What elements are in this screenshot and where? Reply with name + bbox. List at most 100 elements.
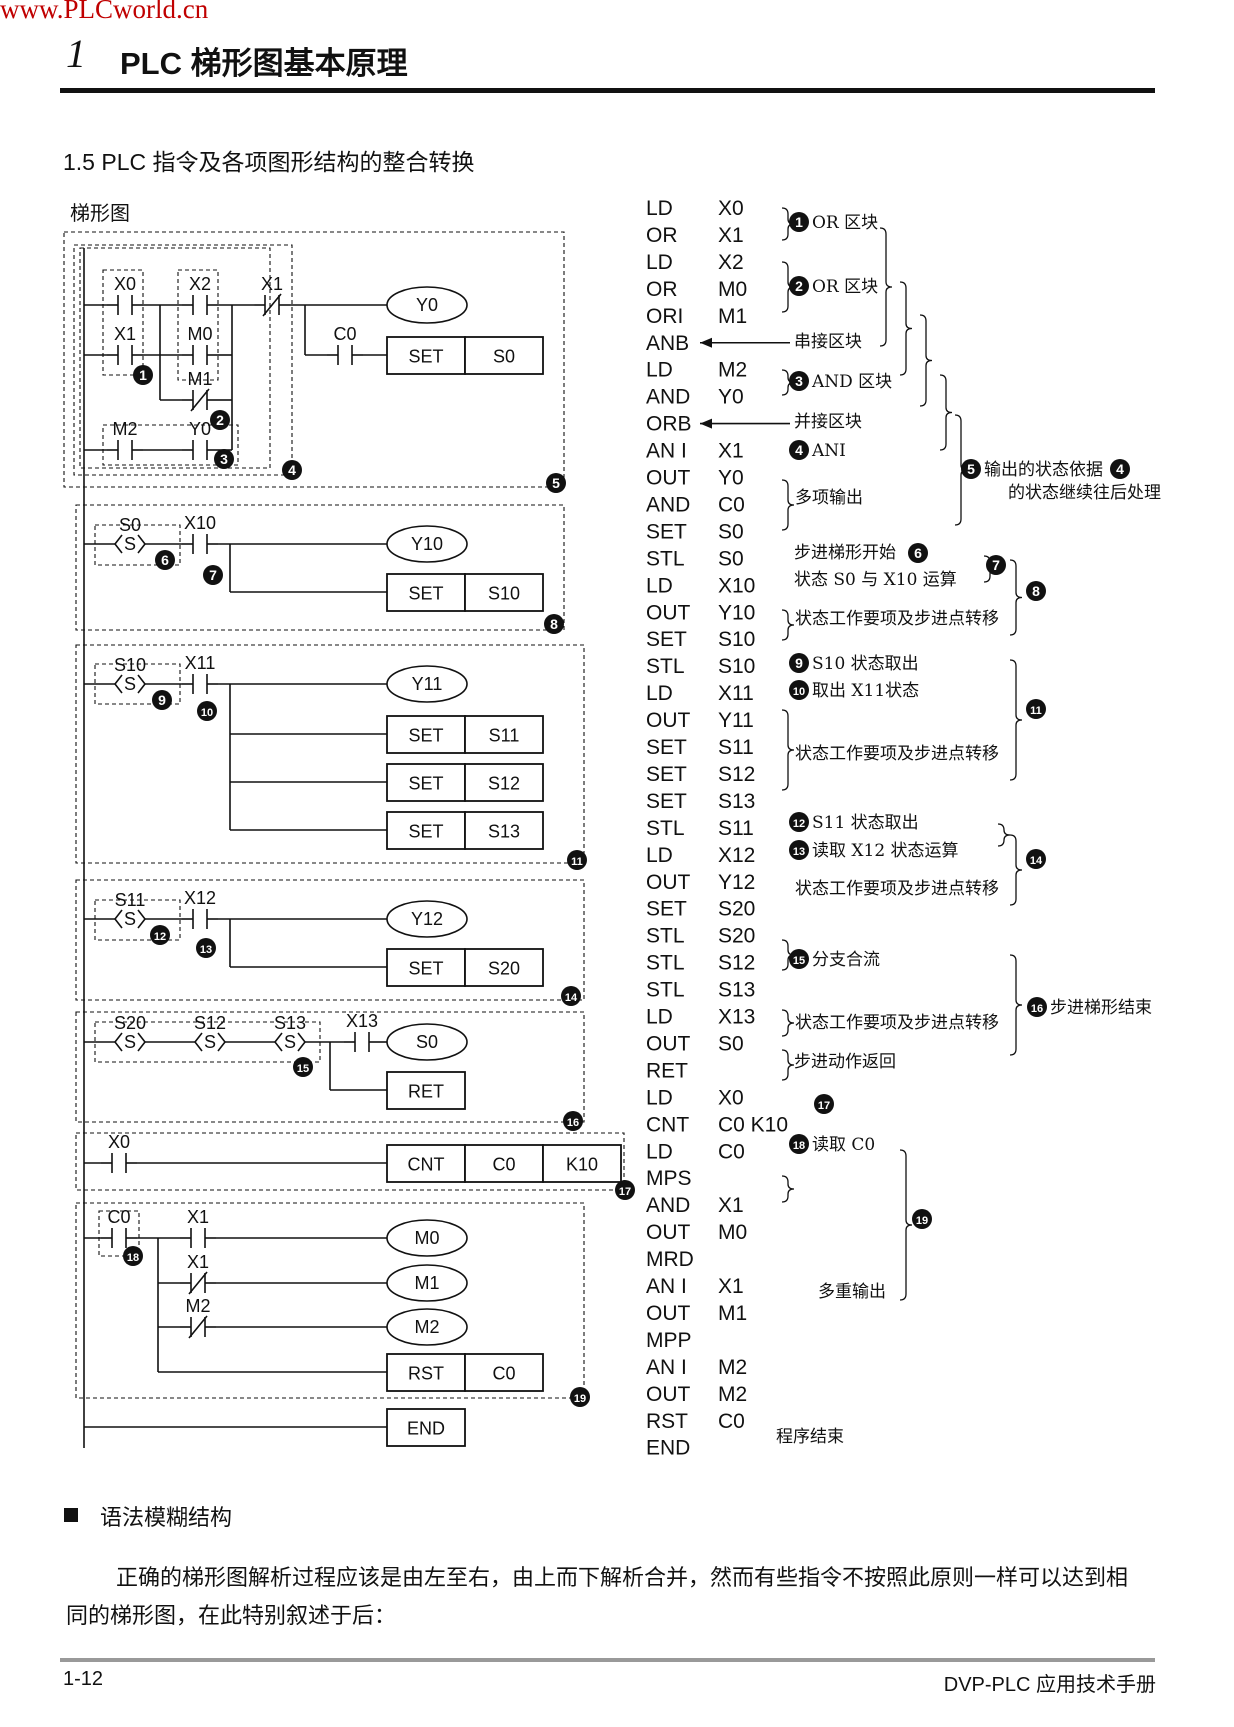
marker-number: 15 — [793, 955, 805, 967]
box-label: K10 — [566, 1155, 598, 1175]
box-label: S13 — [488, 822, 520, 842]
instruction-arg: M1 — [718, 1302, 747, 1325]
instruction-box — [386, 763, 466, 802]
coil-label: Y0 — [416, 295, 438, 315]
stl-s: S — [124, 534, 136, 554]
brace — [781, 609, 795, 641]
contact-label: X11 — [185, 653, 216, 673]
dashed-block — [75, 1132, 625, 1191]
marker-number: 7 — [209, 567, 217, 583]
instruction-op: AN I — [646, 1356, 687, 1379]
brace — [781, 1175, 795, 1203]
header-rule — [60, 88, 1155, 93]
instruction-op: AN I — [646, 440, 687, 463]
instruction-arg: M0 — [718, 1221, 747, 1244]
marker-circle — [789, 440, 809, 460]
coil-label: M2 — [414, 1317, 439, 1337]
instruction-op: OUT — [646, 467, 691, 490]
instruction-op: LD — [646, 359, 673, 382]
instruction-op: AND — [646, 386, 690, 409]
brace — [1009, 834, 1023, 906]
box-label: RST — [408, 1364, 444, 1384]
marker-number: 5 — [967, 461, 975, 477]
instruction-op: STL — [646, 952, 685, 975]
instruction-arg: X0 — [718, 197, 744, 220]
watermark: www.PLCworld.cn — [0, 0, 209, 24]
instruction-box — [464, 715, 544, 754]
instruction-box — [386, 715, 466, 754]
instruction-box — [542, 1144, 622, 1183]
annotation-text: 取出 X11状态 — [812, 681, 919, 701]
marker-circle — [789, 812, 809, 832]
coil-label: M1 — [414, 1273, 439, 1293]
contact-nc-slash — [188, 1315, 208, 1339]
coil-label: S0 — [416, 1032, 438, 1052]
instruction-arg: S12 — [718, 952, 755, 975]
dashed-block — [63, 231, 565, 488]
brace — [1009, 954, 1023, 1056]
marker-circle — [196, 938, 216, 958]
instruction-op: OR — [646, 224, 678, 247]
box-label: SET — [408, 959, 443, 979]
annotation-text: 程序结束 — [776, 1427, 844, 1447]
footer-rule — [60, 1658, 1155, 1662]
instruction-arg: M0 — [718, 278, 747, 301]
annotation-text: 步进梯形结束 — [1050, 998, 1152, 1018]
instruction-op: SET — [646, 898, 687, 921]
instruction-op: AN I — [646, 1275, 687, 1298]
box-label: S20 — [488, 959, 520, 979]
instruction-op: AND — [646, 493, 690, 516]
instruction-op: LD — [646, 1086, 673, 1109]
annotation-text: AND 区块 — [811, 372, 892, 392]
contact-label: X1 — [187, 1207, 209, 1227]
instruction-op: OUT — [646, 1383, 691, 1406]
chapter-number: 1 — [66, 31, 86, 76]
annotation-text: 步进梯形开始 — [794, 543, 896, 563]
instruction-op: AND — [646, 1194, 690, 1217]
coil — [386, 1219, 468, 1257]
marker-circle — [961, 459, 981, 479]
instruction-arg: Y11 — [718, 709, 754, 732]
marker-number: 11 — [1030, 705, 1042, 717]
marker-circle — [912, 1209, 932, 1229]
contact-label: X1 — [114, 324, 136, 344]
instruction-box — [386, 336, 466, 375]
marker-circle — [814, 1094, 834, 1114]
instruction-box — [464, 1353, 544, 1392]
instruction-op: LD — [646, 844, 673, 867]
instruction-arg: X2 — [718, 251, 744, 274]
marker-number: 17 — [619, 1186, 631, 1198]
marker-circle — [986, 555, 1006, 575]
brace — [879, 227, 893, 347]
instruction-arg: X1 — [718, 224, 744, 247]
box-label: S11 — [489, 726, 520, 746]
marker-number: 13 — [200, 944, 212, 956]
instruction-op: STL — [646, 547, 685, 570]
annotation-text: 输出的状态依据 — [984, 460, 1103, 480]
marker-circle — [789, 949, 809, 969]
box-label: SET — [408, 584, 443, 604]
marker-circle — [282, 460, 302, 480]
instruction-arg: X1 — [718, 1194, 744, 1217]
annotation-text: S10 状态取出 — [812, 654, 919, 674]
instruction-arg: Y12 — [718, 871, 755, 894]
section-title: 1.5 PLC 指令及各项图形结构的整合转换 — [63, 149, 475, 175]
bullet-square — [64, 1508, 78, 1522]
brace — [939, 374, 953, 451]
marker-circle — [1027, 997, 1047, 1017]
brace — [781, 709, 795, 791]
bullet-heading: 语法模糊结构 — [100, 1506, 233, 1531]
annotation-text: 并接区块 — [794, 412, 862, 432]
coil — [386, 1264, 468, 1302]
annotation-text: 读取 C0 — [812, 1135, 875, 1155]
instruction-box — [386, 1408, 466, 1447]
instruction-arg: X10 — [718, 574, 755, 597]
coil-label: Y12 — [411, 909, 443, 929]
instruction-arg: Y0 — [718, 467, 744, 490]
instruction-op: LD — [646, 1140, 673, 1163]
marker-number: 14 — [1030, 855, 1043, 867]
marker-circle — [1110, 459, 1130, 479]
marker-number: 7 — [992, 557, 1000, 573]
marker-circle — [789, 276, 809, 296]
instruction-op: SET — [646, 790, 687, 813]
